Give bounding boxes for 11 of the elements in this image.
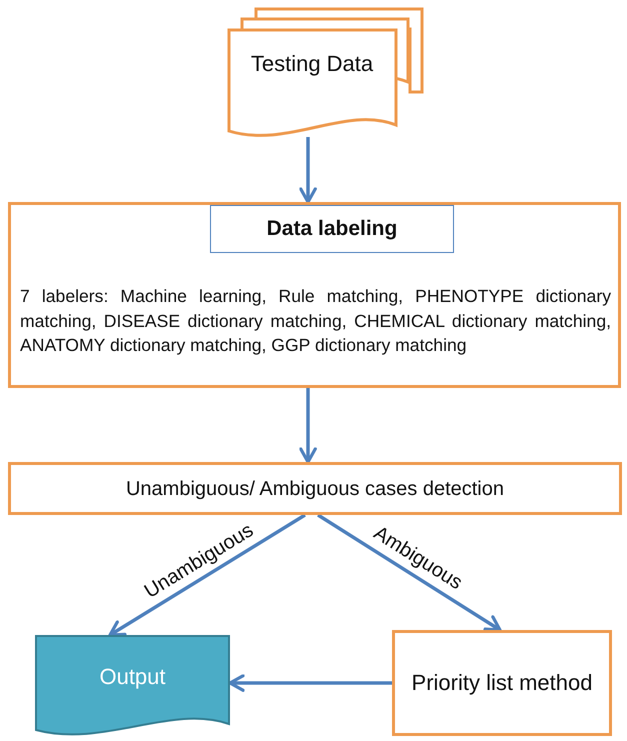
node-label: Priority list method: [412, 668, 592, 697]
node-label: Output: [99, 662, 166, 691]
arrow: [228, 674, 392, 692]
arrow: [108, 514, 306, 637]
arrow: [299, 388, 317, 464]
node-label: Unambiguous/ Ambiguous cases detection: [126, 476, 504, 502]
arrow: [299, 137, 317, 204]
node-label: Testing Data: [250, 50, 374, 78]
node-label: Data labeling: [266, 216, 398, 242]
arrow: [317, 514, 502, 632]
description-text: 7 labelers: Machine learning, Rule matching, PHENOTYPE dictionary matching, DISEASE dictionary matching, CHEMICAL dictionary matching, ANATOMY dictionary matching, GGP dictionary matching: [20, 285, 611, 358]
